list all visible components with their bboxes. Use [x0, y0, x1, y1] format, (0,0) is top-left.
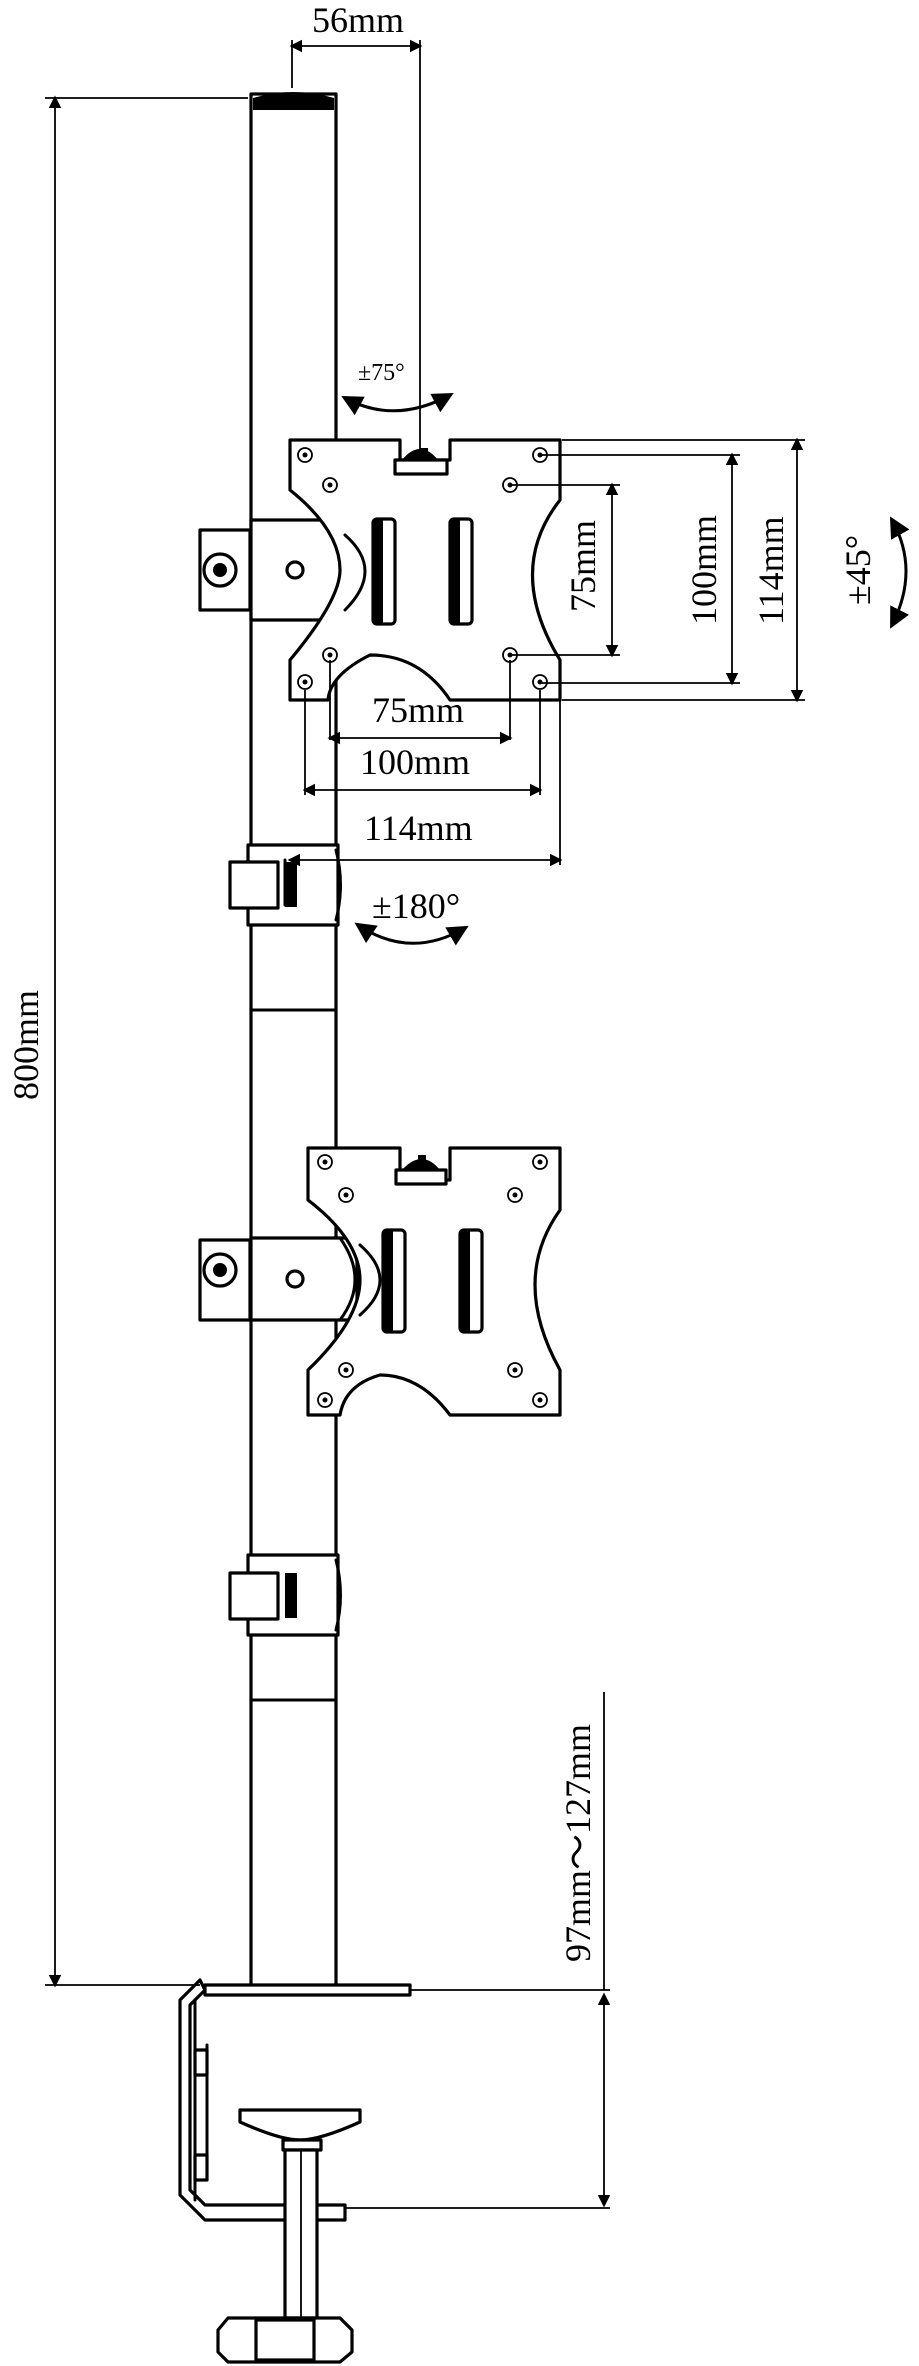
vesa-100-horizontal-label: 100mm [360, 742, 470, 782]
vesa-114-horizontal-label: 114mm [364, 808, 473, 848]
upper-collar [228, 843, 342, 927]
vesa-100-vertical-label: 100mm [684, 515, 724, 625]
swivel-indicator: ±180° [354, 886, 469, 946]
dimension-clamp-range: 97mm～127mm [345, 1692, 611, 2209]
pole [249, 92, 338, 1991]
vesa-114-vertical-label: 114mm [751, 516, 791, 625]
lower-collar [228, 1553, 342, 1637]
upper-vesa-plate [288, 438, 562, 702]
desk-clamp [178, 1978, 412, 2364]
vesa-75-horizontal-label: 75mm [372, 690, 464, 730]
tilt-angle-label: ±75° [358, 360, 405, 386]
tilt-indicator: ±75° [341, 360, 454, 416]
vesa-75-vertical-label: 75mm [563, 520, 603, 612]
pole-height-label: 800mm [6, 990, 46, 1100]
clamp-range-label: 97mm～127mm [558, 1724, 598, 1962]
dimension-vesa-vertical: 75mm 100mm 114mm [512, 437, 805, 703]
rotate-angle-label: ±45° [838, 535, 878, 605]
swivel-angle-label: ±180° [372, 886, 460, 926]
dimension-vesa-horizontal: 75mm 100mm 114mm [287, 660, 563, 867]
dimension-pole-height: 800mm [6, 95, 248, 1988]
dimension-pole-diameter: 56mm [289, 0, 423, 455]
lower-vesa-plate [306, 1146, 562, 1417]
rotate-indicator: ±45° [838, 516, 910, 629]
lower-arm [198, 1236, 366, 1322]
pole-diameter-label: 56mm [312, 0, 404, 40]
